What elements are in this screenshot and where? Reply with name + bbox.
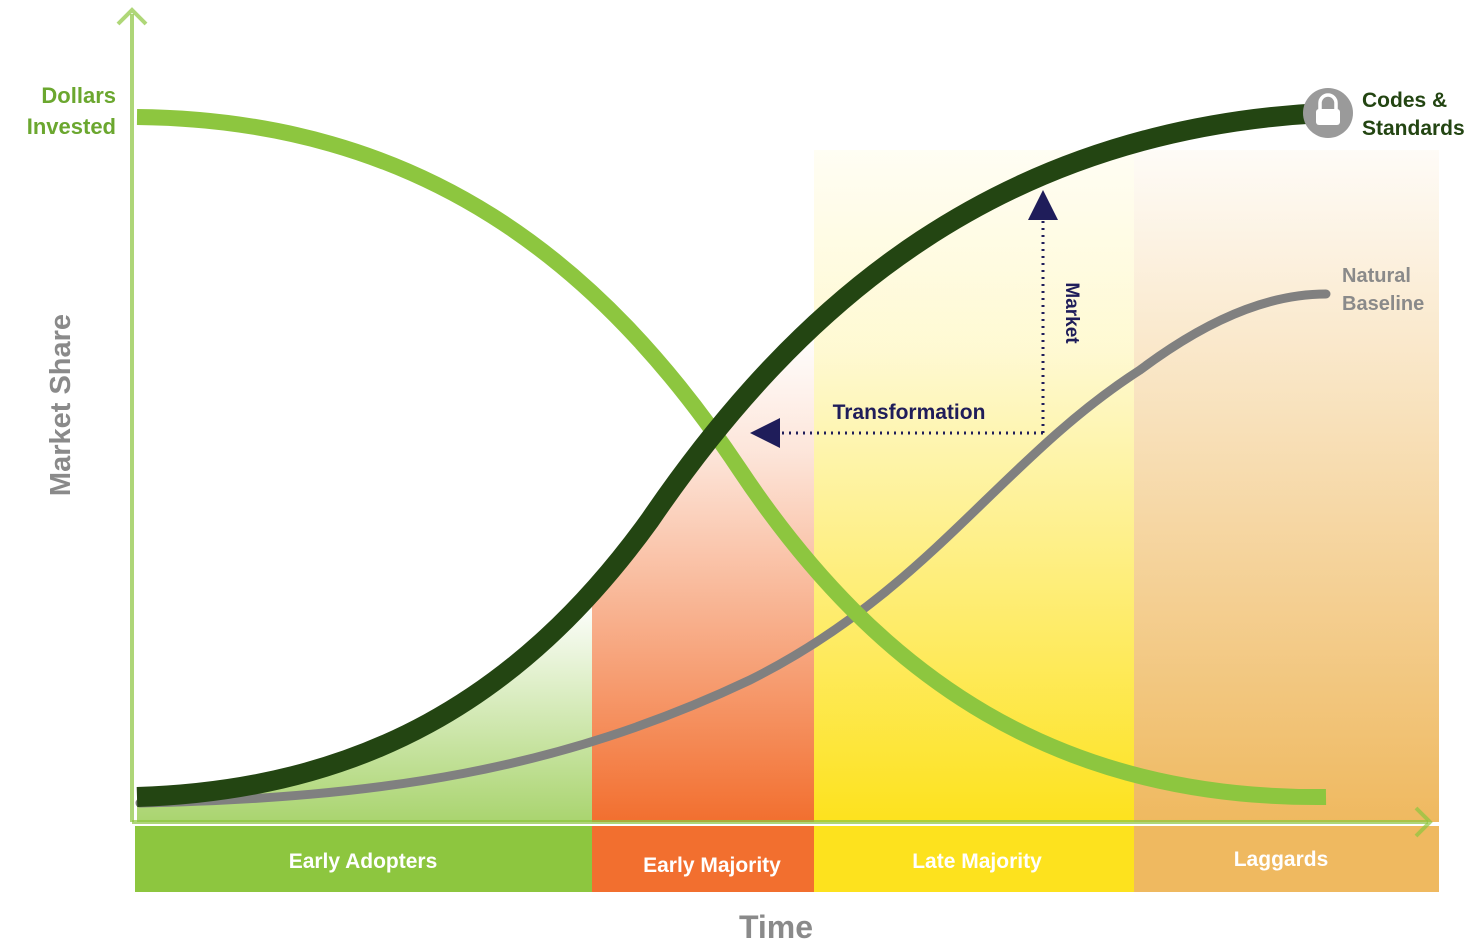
dollars-invested-label-line2: Invested	[27, 114, 116, 139]
codes-standards-curve	[136, 103, 1323, 807]
transformation-label: Transformation	[833, 401, 986, 424]
segment-bar-early-majority	[592, 826, 814, 892]
x-axis	[132, 806, 1433, 838]
segment-bar-laggards	[1134, 826, 1439, 892]
segment-label-early-majority: Early Majority	[643, 854, 781, 877]
codes-standards-label-line1: Codes &	[1362, 89, 1447, 112]
segment-bar-early-adopters	[135, 826, 592, 892]
natural-baseline-label-line2: Baseline	[1342, 293, 1424, 315]
lock-icon	[1303, 88, 1353, 138]
codes-standards-label-line2: Standards	[1362, 117, 1465, 140]
y-axis	[116, 7, 148, 822]
x-axis-title: Time	[739, 909, 813, 943]
segment-label-early-adopters: Early Adopters	[289, 850, 438, 873]
late-majority-band	[814, 150, 1134, 822]
segment-label-laggards: Laggards	[1234, 848, 1329, 871]
natural-baseline-label-line1: Natural	[1342, 265, 1411, 287]
laggards-band	[1134, 150, 1439, 822]
y-axis-title: Market Share	[45, 314, 77, 496]
segment-bar-late-majority	[814, 826, 1134, 892]
dollars-invested-label-line1: Dollars	[41, 83, 116, 108]
segment-label-late-majority: Late Majority	[912, 850, 1042, 873]
natural-baseline-curve	[135, 289, 1331, 808]
dollars-invested-curve	[136, 109, 1327, 806]
market-label: Market	[1061, 282, 1082, 344]
early-majority-band	[592, 330, 814, 822]
